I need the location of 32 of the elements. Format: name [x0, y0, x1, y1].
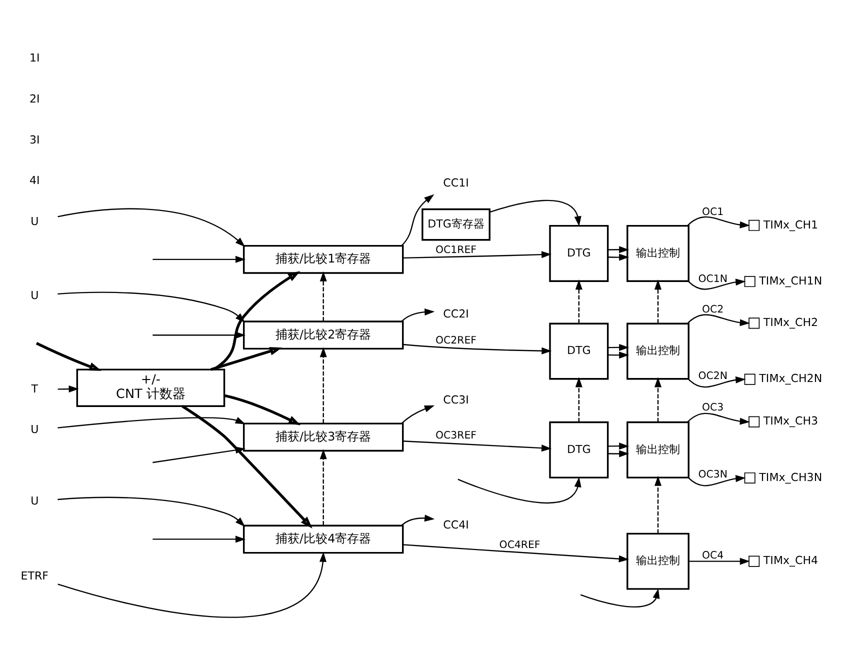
edge-label: OC3 [702, 402, 724, 414]
node-text: CC2I [443, 308, 469, 321]
node-label: TIMx_CH3 [763, 414, 818, 428]
edge-label: OC3REF [436, 430, 477, 442]
node-text: CC3I [443, 393, 469, 406]
node-text: CC4I [443, 518, 469, 532]
node-label: TIMx_CH3N [759, 470, 822, 484]
node-text: U [30, 214, 39, 228]
edge-label: OC2 [702, 304, 724, 316]
label: 3I [29, 133, 40, 146]
edge-label: OC1 [702, 206, 724, 218]
node-text: CC1I [443, 176, 469, 190]
edge-label: OC2REF [436, 335, 477, 346]
node-label: TIMx_CH1N [759, 274, 822, 288]
node-text: ETRF [20, 570, 49, 583]
edge-label: OC4 [702, 550, 724, 562]
edge-label: OC2N [698, 370, 728, 382]
edge-label: OC4REF [499, 540, 540, 552]
edge-label: OC3N [698, 470, 728, 481]
node-text: T [31, 382, 38, 396]
label: 2I [29, 92, 40, 106]
label: 1I [29, 52, 40, 65]
node-text: U [30, 288, 39, 302]
edge-label: OC1REF [436, 245, 477, 256]
node-label: TIMx_CH4 [763, 554, 818, 568]
edge-label: OC1N [698, 274, 728, 286]
label: 4I [29, 174, 40, 188]
node-text: U [30, 423, 39, 436]
node-label: TIMx_CH2N [759, 372, 822, 386]
node-text: U [30, 494, 39, 508]
node-label: TIMx_CH1 [763, 218, 818, 232]
node-label: TIMx_CH2 [763, 316, 818, 330]
